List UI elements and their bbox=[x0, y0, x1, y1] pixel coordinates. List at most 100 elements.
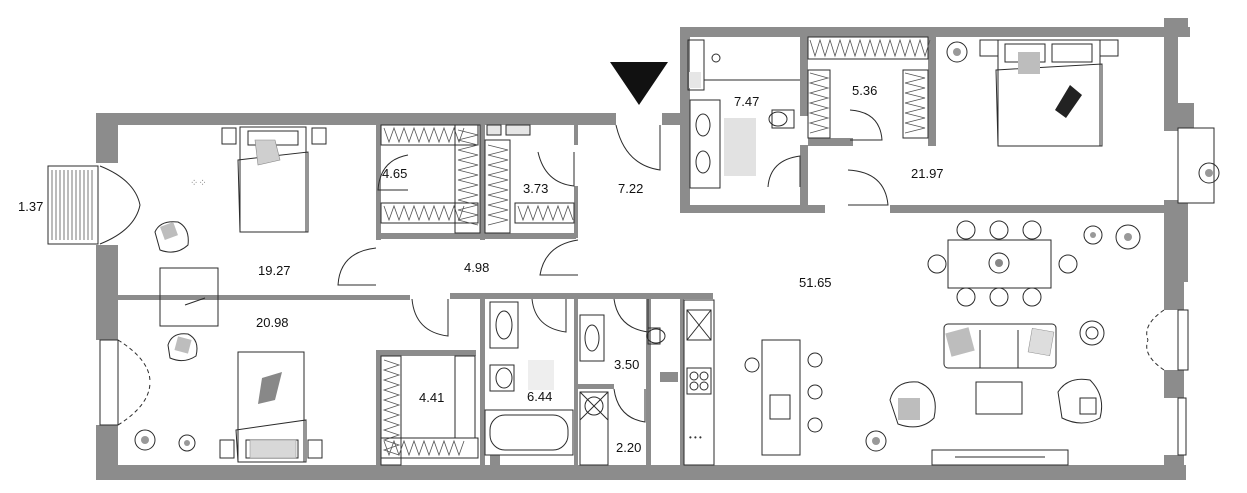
bed-icon bbox=[995, 39, 1103, 147]
coffee-table bbox=[975, 381, 1023, 415]
wall-bath-right bbox=[800, 145, 808, 205]
window-left-bedroom bbox=[99, 339, 119, 426]
area-labels: 1.37 19.27 20.98 4.65 3.73 7.22 4.98 4.4… bbox=[18, 83, 944, 455]
toilet-icon bbox=[489, 364, 515, 392]
kitchen: • • • bbox=[683, 299, 823, 466]
area-label-wardrobe-c: 4.41 bbox=[419, 390, 444, 405]
wall-left-upper bbox=[96, 113, 118, 163]
wardrobe-c-rail-bottom bbox=[380, 437, 479, 459]
area-label-wardrobe-d: 5.36 bbox=[852, 83, 877, 98]
area-label-wardrobe-a: 4.65 bbox=[382, 166, 407, 181]
sink-icon bbox=[489, 301, 519, 349]
wardrobe-b-rail-bottom bbox=[514, 202, 575, 224]
door-wc[interactable] bbox=[613, 298, 649, 333]
wall-wardrobe-ab bbox=[480, 125, 485, 240]
door-bedroom-top[interactable] bbox=[337, 247, 377, 286]
shower-tray bbox=[687, 39, 705, 91]
wall-wardrobe-c-left bbox=[376, 350, 381, 465]
floor-lamp bbox=[1079, 320, 1105, 346]
living-room bbox=[865, 220, 1141, 466]
area-label-wc: 3.50 bbox=[614, 357, 639, 372]
wardrobe-b-rail-side bbox=[484, 139, 511, 234]
door-laundry[interactable] bbox=[613, 388, 646, 423]
stove-icon bbox=[686, 367, 712, 395]
bed-icon bbox=[237, 126, 309, 233]
plant-icon bbox=[134, 429, 156, 451]
wall-wardrobes-bottom bbox=[376, 233, 576, 239]
wall-bottom bbox=[96, 465, 1186, 480]
nightstand bbox=[979, 39, 999, 57]
balcony-door-swing[interactable] bbox=[99, 165, 141, 245]
wall-wardrobe-right bbox=[928, 36, 936, 146]
entrance-door[interactable] bbox=[615, 124, 661, 171]
bathroom-a bbox=[484, 301, 574, 456]
bed-icon bbox=[235, 351, 307, 463]
nightstand bbox=[311, 127, 327, 145]
wall-bath-top bbox=[450, 293, 580, 299]
entrance-arrow-icon bbox=[610, 62, 668, 105]
wardrobe-d-rail-right bbox=[902, 69, 929, 139]
wall-right-pier-a bbox=[1164, 103, 1194, 131]
area-label-living-kitchen: 51.65 bbox=[799, 275, 832, 290]
wall-kitchen-stub bbox=[660, 372, 678, 382]
area-label-balcony: 1.37 bbox=[18, 199, 43, 214]
interior-walls bbox=[118, 125, 713, 465]
wall-wardrobe-bottom bbox=[808, 138, 853, 146]
wall-right-pier-b bbox=[1164, 282, 1184, 310]
wall-right-mid bbox=[1164, 200, 1188, 282]
area-label-wardrobe-b: 3.73 bbox=[523, 181, 548, 196]
door-hall[interactable] bbox=[539, 239, 579, 276]
chair-icon bbox=[154, 221, 189, 253]
wardrobe-a-rail-bottom bbox=[380, 202, 479, 224]
wall-master-bottom-b bbox=[890, 205, 1165, 213]
chair-icon bbox=[167, 333, 198, 362]
wall-bath-a-left bbox=[480, 293, 485, 465]
wall-between-bedrooms bbox=[118, 295, 410, 300]
kitchen-counter bbox=[683, 299, 715, 466]
toilet-icon bbox=[647, 327, 661, 345]
door-master[interactable] bbox=[847, 169, 889, 206]
nightstand bbox=[219, 439, 235, 459]
toilet-icon bbox=[771, 109, 795, 129]
nightstand bbox=[1099, 39, 1119, 57]
area-label-bathroom-a: 6.44 bbox=[527, 389, 552, 404]
window-swing-left bbox=[117, 339, 151, 426]
wardrobe-c-shelf bbox=[454, 355, 476, 439]
area-label-bathroom-b: 7.47 bbox=[734, 94, 759, 109]
bathtub-icon bbox=[484, 409, 574, 456]
wardrobe-d-rail-left bbox=[807, 69, 831, 139]
wall-bath-divider bbox=[800, 36, 808, 116]
sofa-icon bbox=[943, 323, 1057, 369]
door-bath-a[interactable] bbox=[531, 298, 567, 333]
window-living bbox=[1177, 309, 1189, 371]
area-label-laundry: 2.20 bbox=[616, 440, 641, 455]
door-wardrobe-b[interactable] bbox=[537, 151, 575, 187]
chair-icon bbox=[889, 381, 936, 428]
wall-top-right bbox=[680, 27, 1190, 37]
bedroom-left-top: ⁘⁘ bbox=[154, 126, 327, 362]
wall-wc-top bbox=[578, 293, 713, 299]
wall-wc-right bbox=[646, 293, 651, 465]
window-living-b bbox=[1177, 397, 1187, 456]
plant-icon bbox=[1198, 162, 1220, 184]
sink-icon bbox=[689, 99, 721, 189]
wc bbox=[579, 314, 666, 466]
wardrobe-d-rail-top bbox=[807, 36, 929, 60]
door-wardrobe-a[interactable] bbox=[377, 154, 409, 191]
plant-icon bbox=[946, 41, 968, 63]
wardrobe-c-rail-side bbox=[380, 355, 402, 466]
balcony-rail bbox=[47, 165, 99, 245]
washer-icon bbox=[579, 391, 609, 466]
dining-table bbox=[947, 239, 1052, 289]
desk bbox=[159, 267, 219, 327]
wall-kitchen-left bbox=[680, 293, 684, 465]
wardrobes bbox=[380, 36, 931, 466]
area-label-hall-entry: 7.22 bbox=[618, 181, 643, 196]
door-wardrobe-d[interactable] bbox=[849, 109, 883, 141]
sink-icon bbox=[769, 394, 791, 420]
door-bath-b[interactable] bbox=[767, 155, 801, 188]
nightstand bbox=[307, 439, 323, 459]
area-label-hall-mid: 4.98 bbox=[464, 260, 489, 275]
door-bedroom-bottom[interactable] bbox=[411, 298, 449, 337]
